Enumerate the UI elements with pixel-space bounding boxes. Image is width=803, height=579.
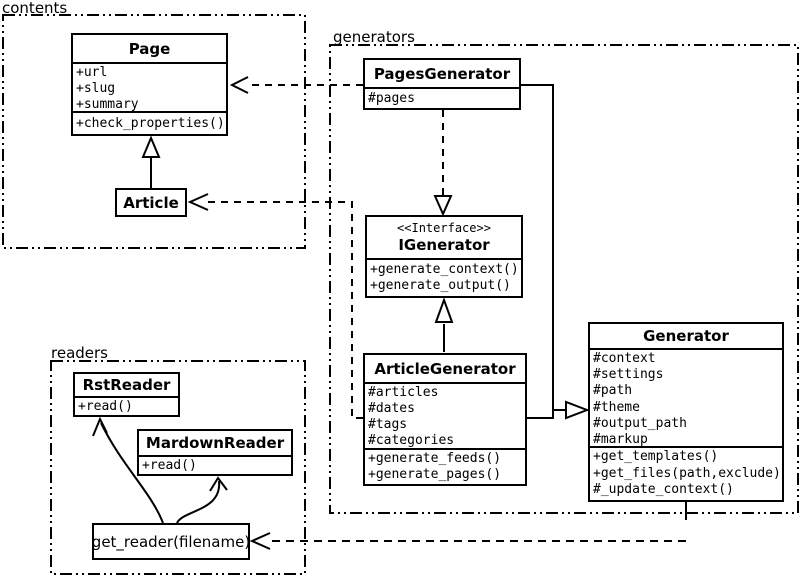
package-border-generators [329,44,799,514]
method-row: +generate_context() [370,262,519,277]
class-box-articlegenerator: ArticleGenerator #articles #dates #tags … [363,353,527,486]
attribute-row: #pages [368,91,415,106]
class-name: IGenerator [398,236,490,254]
class-title: Page [73,35,226,64]
attribute-row: #categories [368,433,455,448]
class-title: Article [123,193,179,212]
package-label-generators: generators [333,28,415,46]
open-arrowhead-icon [92,416,108,437]
hollow-triangle-icon [434,297,454,323]
method-row: +get_templates() [593,449,719,464]
package-label-contents: contents [2,0,68,17]
reference-arrow-getreader-to-mardownreader [176,480,221,524]
attribute-row: #markup [593,432,648,448]
class-title: ArticleGenerator [365,355,525,384]
method-row: +generate_output() [370,278,511,293]
hollow-triangle-icon [141,135,161,158]
hollow-triangle-icon [565,400,590,420]
package-label-readers: readers [51,344,108,362]
attribute-row: +slug [76,81,116,96]
open-arrowhead-icon [249,532,271,550]
attribute-row: #path [593,383,633,399]
attribute-row: +summary [76,97,139,112]
function-box-get-reader: get_reader(filename) [92,523,250,560]
reference-arrow-getreader-to-rstreader [100,422,164,524]
attribute-row: #output_path [593,415,687,431]
class-box-igenerator: <<Interface>> IGenerator +generate_conte… [365,215,523,298]
attribute-row: #settings [593,367,664,383]
class-box-article: Article [115,188,187,217]
class-title: <<Interface>> IGenerator [367,217,521,260]
methods-compartment: +generate_feeds() +generate_pages() [365,450,525,484]
method-row: +generate_pages() [368,467,502,482]
attributes-compartment: #articles #dates #tags #categories [365,384,525,450]
stereotype-label: <<Interface>> [397,221,491,235]
package-border-readers [50,360,306,575]
attribute-row: #articles [368,385,439,400]
method-row: #_update_context() [593,482,734,497]
class-box-pagesgenerator: PagesGenerator #pages [363,58,521,110]
method-row: +read() [142,458,197,473]
method-row: +generate_feeds() [368,451,502,466]
class-box-mardownreader: MardownReader +read() [137,429,293,476]
methods-compartment: +check_properties() [73,113,226,134]
attribute-row: #theme [593,399,640,415]
methods-compartment: +read() [75,398,178,415]
class-title: RstReader [75,374,178,398]
open-arrowhead-icon [187,193,209,211]
attributes-compartment: #context #settings #path #theme #output_… [590,350,782,448]
attribute-row: +url [76,65,108,80]
hollow-triangle-icon [433,195,453,217]
generalization-line-pagesgenerator-to-generator [521,84,554,419]
attribute-row: #context [593,351,656,366]
attribute-row: #tags [368,417,408,432]
methods-compartment: +generate_context() +generate_output() [367,260,521,296]
attribute-row: #dates [368,401,415,416]
package-border-contents [2,14,306,249]
class-box-page: Page +url +slug +summary +check_properti… [71,33,228,136]
class-title: Generator [590,324,782,350]
dependency-arrow-articlegenerator-to-article [206,201,363,419]
open-arrowhead-icon [209,476,228,492]
methods-compartment: +read() [139,457,291,474]
open-arrowhead-icon [229,76,249,94]
class-box-rstreader: RstReader +read() [73,372,180,417]
class-title: MardownReader [139,431,291,457]
method-row: +check_properties() [76,116,225,131]
method-row: +get_files(path,exclude) [593,465,781,481]
method-row: +read() [78,399,133,414]
methods-compartment: +get_templates() +get_files(path,exclude… [590,448,782,500]
class-box-generator: Generator #context #settings #path #them… [588,322,784,502]
attributes-compartment: +url +slug +summary [73,64,226,113]
attributes-compartment: #pages [365,89,519,108]
class-title: PagesGenerator [365,60,519,89]
